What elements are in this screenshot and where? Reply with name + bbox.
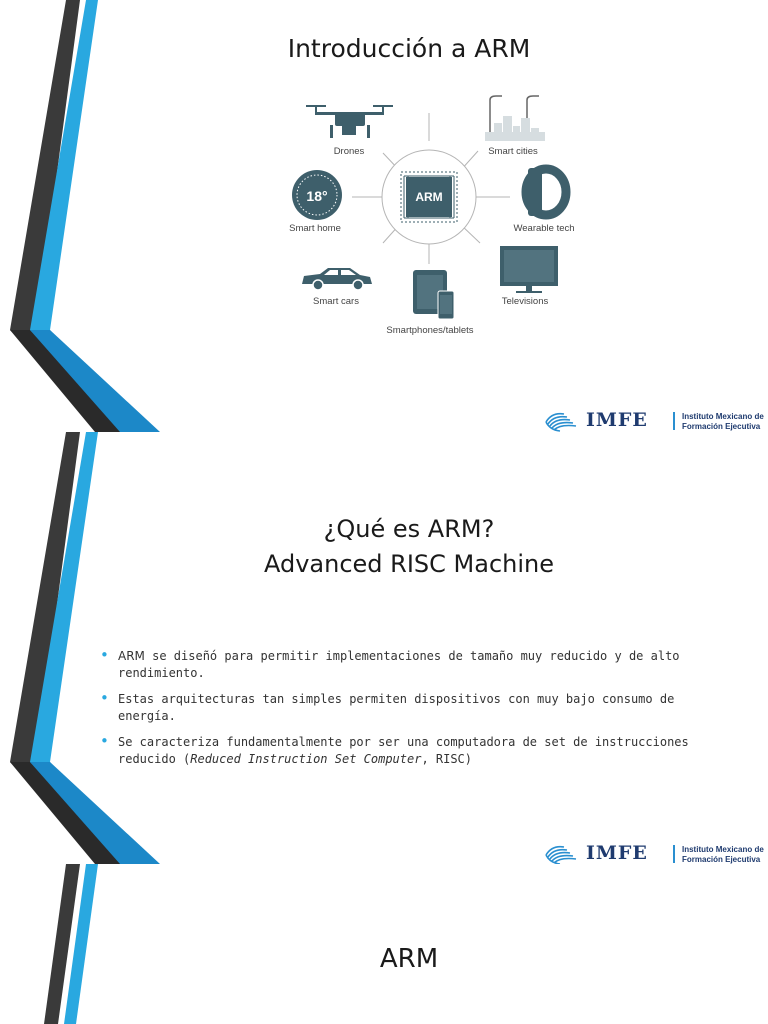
wearable-icon bbox=[521, 164, 571, 220]
slide-title: ARM bbox=[379, 944, 439, 974]
bullet-italic: Reduced Instruction Set Computer bbox=[190, 752, 422, 766]
car-icon bbox=[302, 268, 372, 291]
slide-1-decoration bbox=[10, 0, 160, 432]
bullet-list: • ARM se diseñó para permitir implementac… bbox=[98, 646, 728, 777]
bullet-text: Estas arquitecturas tan simples permiten… bbox=[118, 692, 675, 723]
imfe-subtitle: Instituto Mexicano de Formación Ejecutiv… bbox=[682, 412, 764, 432]
drone-icon bbox=[306, 105, 393, 138]
imfe-logo: IMFE Instituto Mexicano de Formación Eje… bbox=[540, 409, 766, 432]
slide-3: ARM bbox=[0, 864, 768, 1024]
bullet-dot: • bbox=[100, 646, 109, 664]
slide-3-decoration bbox=[44, 864, 98, 1024]
imfe-subtitle-line1: Instituto Mexicano de bbox=[682, 412, 764, 421]
smart-city-icon bbox=[485, 95, 545, 141]
arm-chip-icon bbox=[400, 171, 458, 223]
logo-divider bbox=[673, 845, 675, 863]
imfe-logo-icon bbox=[545, 412, 577, 432]
logo-divider bbox=[673, 412, 675, 430]
list-item: • Estas arquitecturas tan simples permite… bbox=[98, 689, 728, 725]
label-drones: Drones bbox=[334, 146, 365, 157]
imfe-wordmark: IMFE bbox=[586, 409, 648, 431]
label-televisions: Televisions bbox=[502, 296, 549, 307]
chip-label: ARM bbox=[415, 190, 442, 204]
slide-title: Introducción a ARM bbox=[287, 34, 531, 63]
bullet-strong: ARM bbox=[118, 649, 145, 663]
imfe-subtitle-line1: Instituto Mexicano de bbox=[682, 845, 764, 854]
imfe-subtitle: Instituto Mexicano de Formación Ejecutiv… bbox=[682, 845, 764, 864]
list-item: • Se caracteriza fundamentalmente por ser… bbox=[98, 732, 728, 768]
slide-2-decoration bbox=[10, 432, 160, 864]
imfe-wordmark: IMFE bbox=[586, 842, 648, 864]
arm-applications-diagram: ARM Drones Smar bbox=[289, 95, 575, 336]
label-smart-home: Smart home bbox=[289, 223, 341, 234]
imfe-logo: IMFE Instituto Mexicano de Formación Eje… bbox=[540, 842, 766, 864]
thermostat-value: 18° bbox=[306, 188, 327, 204]
label-smart-cars: Smart cars bbox=[313, 296, 359, 307]
television-icon bbox=[500, 246, 558, 293]
imfe-subtitle-line2: Formación Ejecutiva bbox=[682, 855, 761, 864]
slide-title-line2: Advanced RISC Machine bbox=[263, 550, 554, 578]
bullet-text: Se caracteriza fundamentalmente por ser … bbox=[118, 735, 689, 766]
imfe-logo-icon bbox=[545, 845, 577, 864]
bullet-dot: • bbox=[100, 689, 109, 707]
slide-2: ¿Qué es ARM? Advanced RISC Machine • ARM … bbox=[0, 432, 768, 864]
slide-title: ¿Qué es ARM? Advanced RISC Machine bbox=[0, 512, 768, 582]
bullet-text: se diseñó para permitir implementaciones… bbox=[118, 649, 680, 680]
slide-1: Introducción a ARM ARM bbox=[0, 0, 768, 432]
label-wearable-tech: Wearable tech bbox=[513, 223, 574, 234]
bullet-text-end: , RISC) bbox=[421, 752, 473, 766]
slide-title-line1: ¿Qué es ARM? bbox=[323, 515, 495, 543]
label-smartphones-tablets: Smartphones/tablets bbox=[386, 325, 473, 336]
imfe-subtitle-line2: Formación Ejecutiva bbox=[682, 422, 761, 431]
label-smart-cities: Smart cities bbox=[488, 146, 538, 157]
bullet-dot: • bbox=[100, 732, 109, 750]
tablet-phone-icon bbox=[413, 270, 455, 320]
thermostat-icon bbox=[292, 170, 342, 220]
list-item: • ARM se diseñó para permitir implementac… bbox=[98, 646, 728, 682]
